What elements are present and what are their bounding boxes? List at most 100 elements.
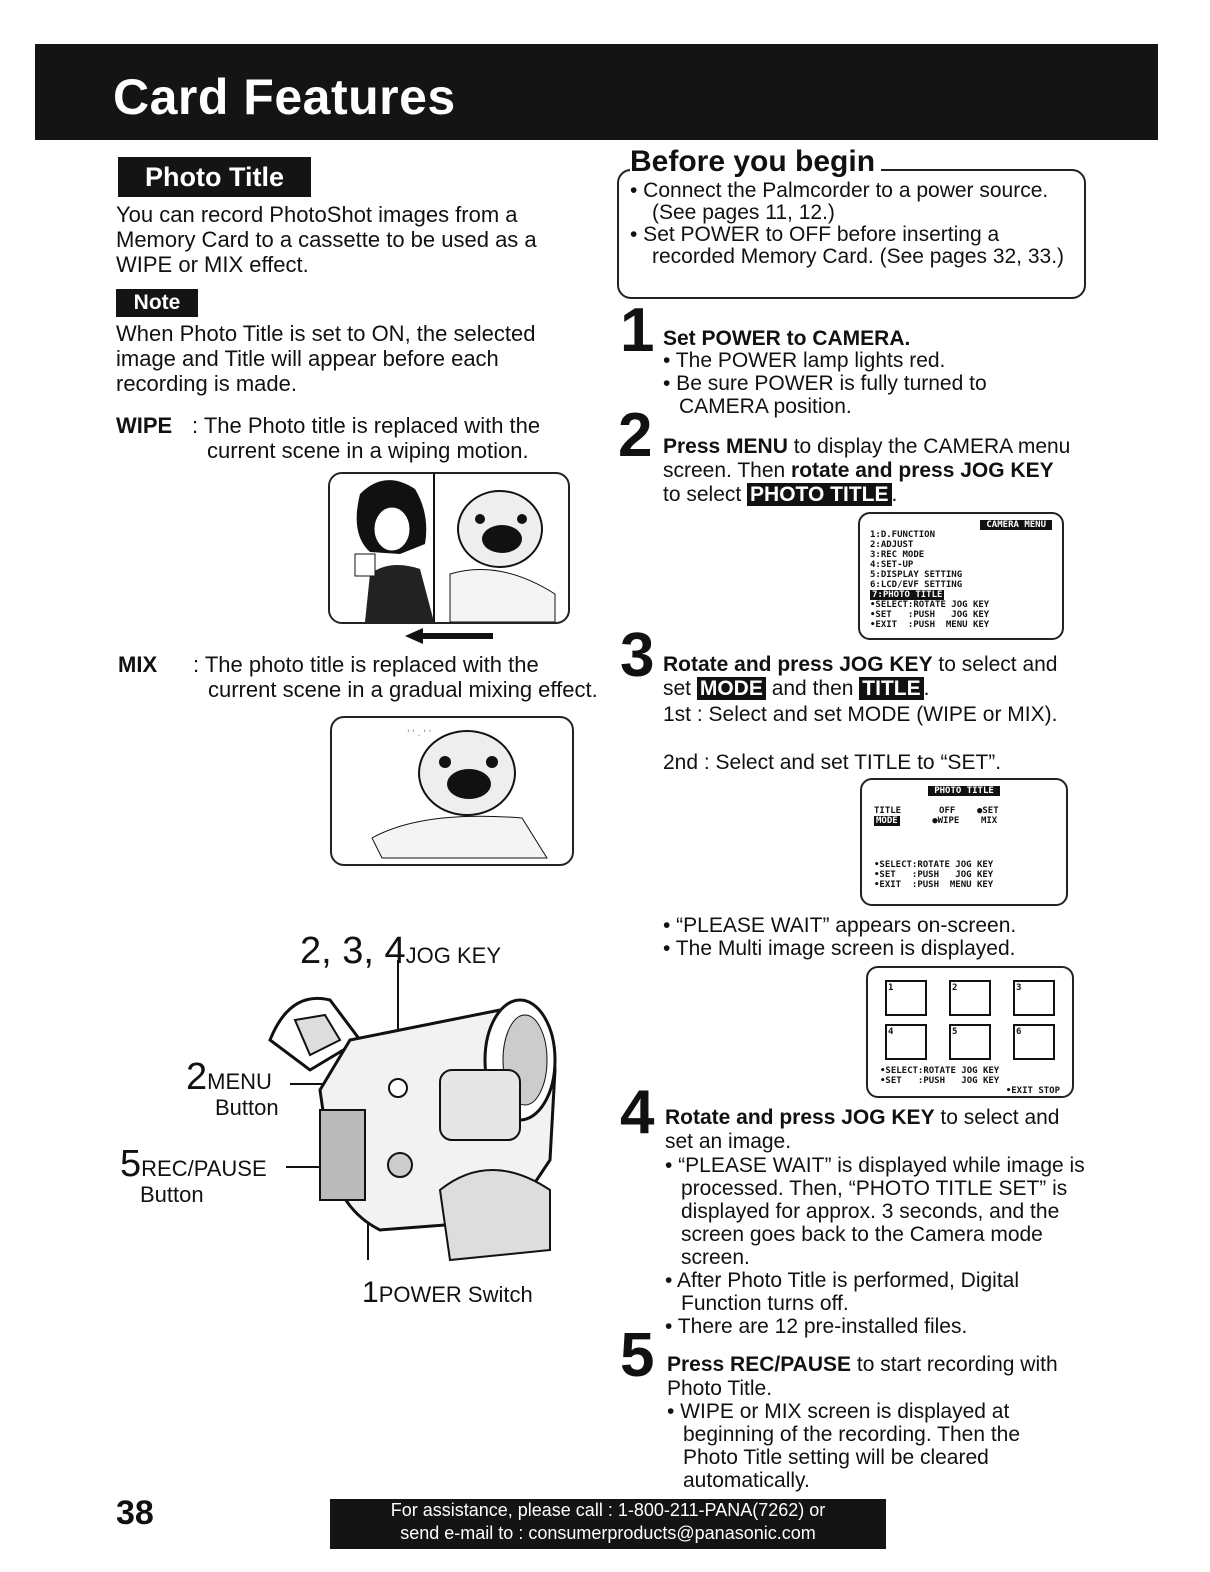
title-tag: TITLE xyxy=(859,677,924,700)
bullet: • Be sure POWER is fully turned to CAMER… xyxy=(663,372,987,418)
assistance-footer: For assistance, please call : 1-800-211-… xyxy=(330,1499,886,1549)
before-item: • Connect the Palmcorder to a power sour… xyxy=(630,179,1049,224)
menu-callout: 2MENU xyxy=(186,1056,272,1099)
menu-label: MENU xyxy=(207,1069,272,1094)
menu-footer: •SET :PUSH JOG KEY xyxy=(870,610,990,620)
multi-image-screen: 1 2 3 4 5 6 •SELECT:ROTATE JOG KEY •SET … xyxy=(866,966,1074,1098)
svg-text:' ' . ' ': ' ' . ' ' xyxy=(407,729,431,739)
step-5-bullets: • WIPE or MIX screen is displayed at beg… xyxy=(667,1400,1077,1492)
jog-key-label: JOG KEY xyxy=(405,943,501,968)
step-3-number: 3 xyxy=(620,621,655,690)
menu-footer: •SELECT:ROTATE JOG KEY xyxy=(874,860,994,870)
mode-row: ●WIPE MIX xyxy=(899,816,998,826)
step-3-end: . xyxy=(923,677,930,700)
step-5-text-1: to start recording with Photo Title. xyxy=(667,1353,1058,1400)
power-callout: 1POWER Switch xyxy=(362,1276,533,1310)
rec-pause-label: REC/PAUSE xyxy=(141,1156,267,1181)
note-text: When Photo Title is set to ON, the selec… xyxy=(116,321,536,396)
step-3-text-1: to select and set xyxy=(663,653,1058,700)
step-2-end: . xyxy=(891,483,898,506)
thumbnail: 6 xyxy=(1013,1024,1055,1060)
thumbnail: 4 xyxy=(885,1024,927,1060)
wipe-image xyxy=(330,474,556,622)
menu-item: 3:REC MODE xyxy=(870,550,925,560)
thumbnail: 5 xyxy=(949,1024,991,1060)
wipe-term: WIPE xyxy=(116,413,173,438)
jog-key-callout: 2, 3, 4JOG KEY xyxy=(300,930,501,973)
bullet: • There are 12 pre-installed files. xyxy=(665,1315,968,1338)
menu-item: 4:SET-UP xyxy=(870,560,914,570)
thumbnail: 3 xyxy=(1013,980,1055,1016)
mix-term: MIX xyxy=(118,652,158,677)
photo-title-screen: PHOTO TITLE TITLE OFF ●SET MODE ●WIPE MI… xyxy=(860,778,1068,906)
camcorder-illustration xyxy=(268,960,557,1262)
step-5-text: Press REC/PAUSE to start recording with … xyxy=(667,1353,1077,1401)
step-4-text: Rotate and press JOG KEY to select and s… xyxy=(665,1106,1075,1154)
mode-tag: MODE xyxy=(696,677,766,700)
mode-row-tag: MODE xyxy=(874,816,900,826)
thumbnail: 2 xyxy=(949,980,991,1016)
step-2-text-1: to display the CAMERA menu screen. Then xyxy=(663,435,1071,482)
photo-title-tag: PHOTO TITLE xyxy=(747,483,892,506)
thumbnail: 1 xyxy=(885,980,927,1016)
note-label: Note xyxy=(116,289,198,317)
before-you-begin-title: Before you begin xyxy=(630,145,882,179)
menu-footer: •EXIT :PUSH MENU KEY xyxy=(870,620,990,630)
menu-footer: •EXIT STOP xyxy=(1005,1086,1060,1096)
menu-item: 2:ADJUST xyxy=(870,540,914,550)
step-1-number: 1 xyxy=(620,296,655,365)
step-3-bold: Rotate and press JOG KEY xyxy=(663,653,933,676)
step-4-number: 4 xyxy=(620,1078,655,1147)
menu-footer: •SELECT:ROTATE JOG KEY xyxy=(870,600,990,610)
step-2-bold-2: rotate and press JOG KEY xyxy=(791,459,1054,482)
photo-title-header: PHOTO TITLE xyxy=(928,786,1000,796)
step-5-bold: Press REC/PAUSE xyxy=(667,1353,852,1376)
bullet: • WIPE or MIX screen is displayed at beg… xyxy=(667,1400,1021,1492)
step-4-bullets: • “PLEASE WAIT” is displayed while image… xyxy=(665,1154,1085,1338)
step-1-heading: Set POWER to CAMERA. xyxy=(663,327,911,350)
step-3-sub-2: 2nd : Select and set TITLE to “SET”. xyxy=(663,751,1002,774)
before-you-begin-list: • Connect the Palmcorder to a power sour… xyxy=(630,180,1078,268)
power-switch-label: POWER Switch xyxy=(378,1282,533,1307)
step-4-bold: Rotate and press JOG KEY xyxy=(665,1106,935,1129)
step-3-text-2: and then xyxy=(765,677,860,700)
rec-step-number: 5 xyxy=(120,1143,142,1185)
before-item: • Set POWER to OFF before inserting a re… xyxy=(630,223,1065,268)
jog-key-steps: 2, 3, 4 xyxy=(300,930,406,972)
power-step-number: 1 xyxy=(362,1276,379,1309)
wipe-text: : The Photo title is replaced with the c… xyxy=(192,413,541,463)
step-2-text-2: to select xyxy=(663,483,748,506)
mix-illustration: ' ' . ' ' xyxy=(330,716,574,866)
step-1-bullets: • The POWER lamp lights red. • Be sure P… xyxy=(663,349,1063,418)
assistance-line-2: send e-mail to : consumerproducts@panaso… xyxy=(400,1523,816,1543)
page-number: 38 xyxy=(116,1494,154,1532)
camera-menu-header: CAMERA MENU xyxy=(980,520,1052,530)
rec-pause-callout: 5REC/PAUSE xyxy=(120,1143,267,1186)
bullet: • The Multi image screen is displayed. xyxy=(663,937,1016,960)
menu-footer: •SET :PUSH JOG KEY xyxy=(880,1076,1000,1086)
bullet: • “PLEASE WAIT” appears on-screen. xyxy=(663,914,1017,937)
menu-item-selected: 7:PHOTO TITLE xyxy=(870,590,945,600)
menu-item: 5:DISPLAY SETTING xyxy=(870,570,963,580)
menu-item: 6:LCD/EVF SETTING xyxy=(870,580,963,590)
page-header: Card Features xyxy=(35,44,1158,140)
assistance-line-1: For assistance, please call : 1-800-211-… xyxy=(390,1500,826,1520)
step-5-number: 5 xyxy=(620,1321,655,1390)
title-row: TITLE OFF ●SET xyxy=(874,806,999,816)
step-3-bullets: • “PLEASE WAIT” appears on-screen. • The… xyxy=(663,914,1083,960)
rec-button-label: Button xyxy=(140,1182,204,1207)
menu-footer: •EXIT :PUSH MENU KEY xyxy=(874,880,994,890)
menu-button-label: Button xyxy=(215,1095,279,1120)
step-4-text-1: to select and set an image. xyxy=(665,1106,1060,1153)
step-3-text: Rotate and press JOG KEY to select and s… xyxy=(663,653,1073,701)
step-2-text: Press MENU to display the CAMERA menu sc… xyxy=(663,435,1073,507)
menu-step-number: 2 xyxy=(186,1056,208,1098)
wipe-illustration xyxy=(328,472,570,624)
bullet: • After Photo Title is performed, Digita… xyxy=(665,1269,1020,1315)
menu-item: 1:D.FUNCTION xyxy=(870,530,936,540)
bullet: • “PLEASE WAIT” is displayed while image… xyxy=(665,1154,1085,1269)
step-2-number: 2 xyxy=(618,401,653,470)
mix-text: : The photo title is replaced with the c… xyxy=(193,652,598,702)
step-2-bold-1: Press MENU xyxy=(663,435,788,458)
step-3-sub-1: 1st : Select and set MODE (WIPE or MIX). xyxy=(663,703,1058,726)
